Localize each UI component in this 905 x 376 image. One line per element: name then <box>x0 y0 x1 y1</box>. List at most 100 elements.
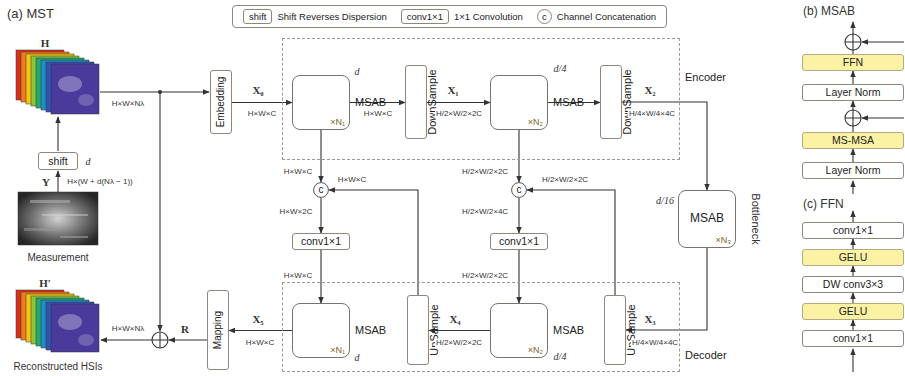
legend-box: shiftShift Reverses Dispersion conv1×11×1… <box>232 5 667 28</box>
annotation-label: d <box>354 66 361 77</box>
legend-sample: shift <box>243 9 272 24</box>
node-label: conv1×1 <box>833 224 873 236</box>
dimension-label: H/2×W/2×2C <box>541 176 589 185</box>
dimension-label: H/4×W/4×4C <box>628 110 676 119</box>
node-label: Decoder <box>685 349 727 362</box>
repeat-count: ×N₂ <box>528 117 543 127</box>
dimension-label: H×W×C <box>247 110 277 119</box>
sum-symbol <box>845 34 861 50</box>
illustration-part <box>852 181 853 194</box>
process-box: Layer Norm <box>802 84 904 101</box>
legend-item: shiftShift Reverses Dispersion <box>243 9 387 24</box>
illustration-part <box>845 34 861 50</box>
illustration-part <box>51 304 99 352</box>
annotation-label: Reconstructed HSIs <box>13 361 104 372</box>
dimension-label: H/2×W/2×4C <box>461 208 509 217</box>
illustration-part <box>152 332 168 348</box>
legend-item: conv1×11×1 Convolution <box>401 9 523 24</box>
illustration-part <box>100 91 209 92</box>
dimension-label: H×W×C <box>245 339 275 348</box>
illustration-part <box>845 34 861 50</box>
illustration-part <box>159 92 160 331</box>
node-label: conv1×1 <box>833 332 873 344</box>
dimension-label: H×W×2C <box>279 208 314 217</box>
node-label: UpSample <box>428 304 441 355</box>
illustration-part <box>862 117 904 118</box>
circle-outline <box>512 183 527 198</box>
stage-region: DecoderMSAB×N₁UpSampleMSAB×N₂UpSample <box>282 282 680 372</box>
annotation-label: X₅ <box>251 313 264 325</box>
connector <box>622 102 707 190</box>
annotation-label: d/4 <box>553 63 568 74</box>
vertical-box: DownSample <box>405 65 427 138</box>
measurement-image <box>18 192 98 245</box>
legend-sample: c <box>537 9 552 24</box>
annotation-label: Y <box>41 176 51 188</box>
vertical-box: DownSample <box>600 65 622 138</box>
illustration-part <box>845 110 861 126</box>
node-label: MSAB <box>553 324 584 337</box>
annotation-label: (c) FFN <box>802 198 845 211</box>
node-label: MS-MSA <box>832 134 874 146</box>
illustration-part <box>862 41 904 42</box>
repeat-count: ×N₁ <box>330 345 345 355</box>
annotation-label: (a) MST <box>6 7 55 21</box>
connector <box>320 250 321 303</box>
dimension-label: H×W×Nλ <box>111 325 145 334</box>
annotation-label: X₄ <box>448 313 461 325</box>
node-label: conv1×1 <box>499 235 539 247</box>
illustration-part <box>58 76 82 92</box>
block-box: MSAB×N₁ <box>292 303 350 358</box>
annotation-label: d <box>354 352 361 363</box>
illustration-part <box>18 192 98 245</box>
sum-symbol <box>845 110 861 126</box>
connector <box>852 293 853 303</box>
annotation-label: Bottleneck <box>750 192 762 245</box>
illustration-part <box>78 94 94 106</box>
node-label: Layer Norm <box>826 86 881 98</box>
process-box: conv1×1 <box>802 222 904 239</box>
illustration-part <box>60 236 88 238</box>
process-box: shift <box>38 152 78 170</box>
process-box: MS-MSA <box>802 132 904 149</box>
illustration-part <box>852 22 853 34</box>
process-box: conv1×1 <box>490 233 548 250</box>
dimension-label: H/2×W/2×2C <box>461 168 509 177</box>
connector <box>518 130 519 182</box>
illustration-part <box>57 117 58 151</box>
node-label: DownSample <box>426 69 439 134</box>
node-label: Encoder <box>685 71 726 84</box>
connector <box>852 149 853 162</box>
connector <box>232 102 292 103</box>
process-box: Layer Norm <box>802 162 904 179</box>
node-label: FFN <box>843 56 863 68</box>
illustration-part <box>152 332 168 348</box>
illustration-part <box>42 214 88 216</box>
connector <box>852 239 853 249</box>
connector <box>852 320 853 330</box>
legend-item: cChannel Concatenation <box>537 9 656 24</box>
annotation-label: X₂ <box>643 84 656 96</box>
annotation-label: R <box>180 323 190 335</box>
dimension-label: H×W×C <box>337 176 367 185</box>
block-box: MSAB×N₂ <box>490 75 548 130</box>
connector <box>518 198 519 233</box>
node-label: shift <box>48 155 67 167</box>
annotation-label: d/16 <box>655 195 675 206</box>
process-box: GELU <box>802 303 904 320</box>
node-label: Layer Norm <box>826 164 881 176</box>
dimension-label: H/4×W/4×4C <box>631 339 679 348</box>
node-label: c <box>517 184 522 196</box>
dimension-label: H×W×Nλ <box>111 100 145 109</box>
vertical-box: Embedding <box>210 70 232 134</box>
process-box: conv1×1 <box>292 233 350 250</box>
dimension-label: H×W×C <box>283 168 313 177</box>
block-box: MSAB×N₁ <box>292 75 350 130</box>
node-label: MSAB <box>553 96 584 109</box>
vertical-box: UpSample <box>407 295 429 365</box>
illustration-part <box>852 349 853 372</box>
node-label: MSAB <box>355 96 386 109</box>
legend-sample: conv1×1 <box>401 9 449 24</box>
annotation-label: d <box>85 156 92 167</box>
